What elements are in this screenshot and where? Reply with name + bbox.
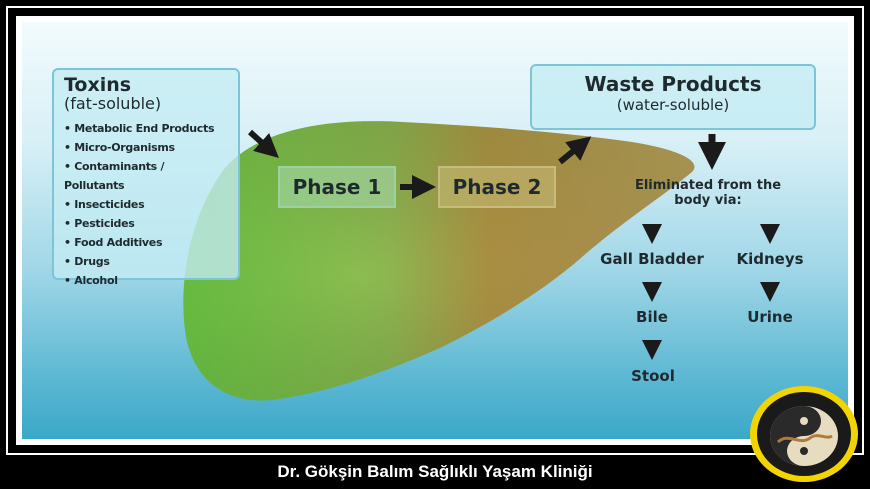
list-item: Food Additives [64, 233, 228, 252]
arrow-phase2-to-waste [558, 136, 592, 165]
list-item: Insecticides [64, 195, 228, 214]
phase-1-box: Phase 1 [278, 166, 396, 208]
waste-subtitle: (water-soluble) [616, 96, 730, 114]
stool-label: Stool [631, 367, 675, 385]
outer-frame [6, 6, 864, 455]
gall-bladder-label: Gall Bladder [600, 250, 704, 268]
list-item: Alcohol [64, 271, 228, 290]
phase-2-box: Phase 2 [438, 166, 556, 208]
list-item: Contaminants / Pollutants [64, 157, 228, 195]
arrows-layer [247, 129, 780, 360]
toxins-box: Toxins (fat-soluble) Metabolic End Produ… [52, 68, 240, 287]
toxins-list: Metabolic End Products Micro-Organisms C… [64, 119, 228, 290]
list-item: Drugs [64, 252, 228, 271]
diagram-panel: Toxins (fat-soluble) Metabolic End Produ… [22, 22, 848, 439]
clinic-logo [750, 386, 858, 482]
list-item: Micro-Organisms [64, 138, 228, 157]
toxins-subtitle: (fat-soluble) [64, 94, 162, 113]
list-item: Metabolic End Products [64, 119, 228, 138]
waste-title: Waste Products [584, 72, 762, 96]
bile-label: Bile [636, 308, 668, 326]
eliminated-label: Eliminated from the body via: [634, 178, 782, 208]
kidneys-label: Kidneys [736, 250, 804, 268]
arrow-toxins-to-phase1 [247, 129, 279, 159]
toxins-title: Toxins [64, 74, 132, 96]
urine-label: Urine [747, 308, 793, 326]
footer-caption: Dr. Gökşin Balım Sağlıklı Yaşam Kliniği [277, 462, 593, 481]
list-item: Pesticides [64, 214, 228, 233]
waste-products-box: Waste Products (water-soluble) [530, 64, 816, 130]
